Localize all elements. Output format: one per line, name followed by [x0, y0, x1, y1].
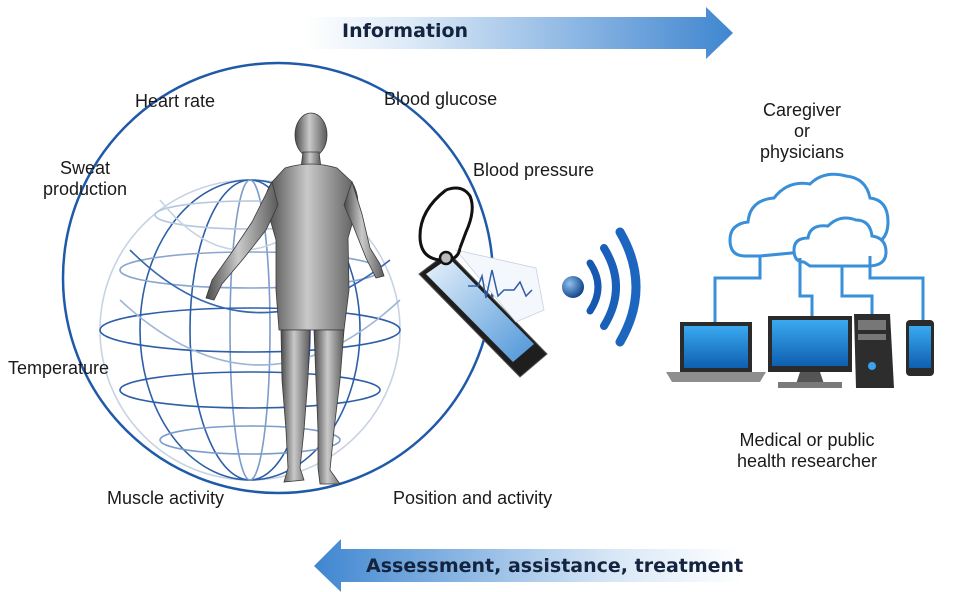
information-label: Information [342, 20, 469, 42]
network-lines [713, 256, 925, 322]
blood-glucose-label: Blood glucose [384, 89, 498, 109]
researcher-line2: health researcher [736, 451, 878, 471]
feedback-label: Assessment, assistance, treatment [366, 555, 744, 577]
stethoscope-icon [418, 186, 474, 266]
researcher-label: Medical or public health researcher [722, 430, 892, 472]
computer-tower-icon [854, 314, 894, 388]
caregiver-line2: or [793, 121, 810, 141]
muscle-activity-label: Muscle activity [107, 488, 225, 508]
caregiver-label: Caregiver or physicians [742, 100, 862, 163]
temperature-label: Temperature [8, 358, 110, 378]
smartphone-icon [418, 249, 548, 378]
caregiver-line3: physicians [759, 142, 845, 162]
wireless-signal-icon [562, 227, 641, 347]
blood-pressure-label: Blood pressure [473, 160, 595, 180]
laptop-icon [666, 322, 766, 382]
human-body-icon [205, 112, 385, 485]
information-arrow [305, 7, 733, 59]
desktop-monitor-icon [768, 316, 852, 388]
sweat-production-line1: Sweat [59, 158, 111, 178]
researcher-line1: Medical or public [739, 430, 875, 450]
caregiver-line1: Caregiver [762, 100, 842, 120]
feedback-arrow [314, 539, 742, 592]
position-activity-label: Position and activity [393, 488, 553, 508]
heart-rate-label: Heart rate [135, 91, 216, 111]
mobile-phone-icon [906, 320, 934, 376]
cloud-icon [728, 172, 890, 268]
sweat-production-line2: production [42, 179, 128, 199]
sweat-production-label: Sweat production [30, 158, 140, 200]
